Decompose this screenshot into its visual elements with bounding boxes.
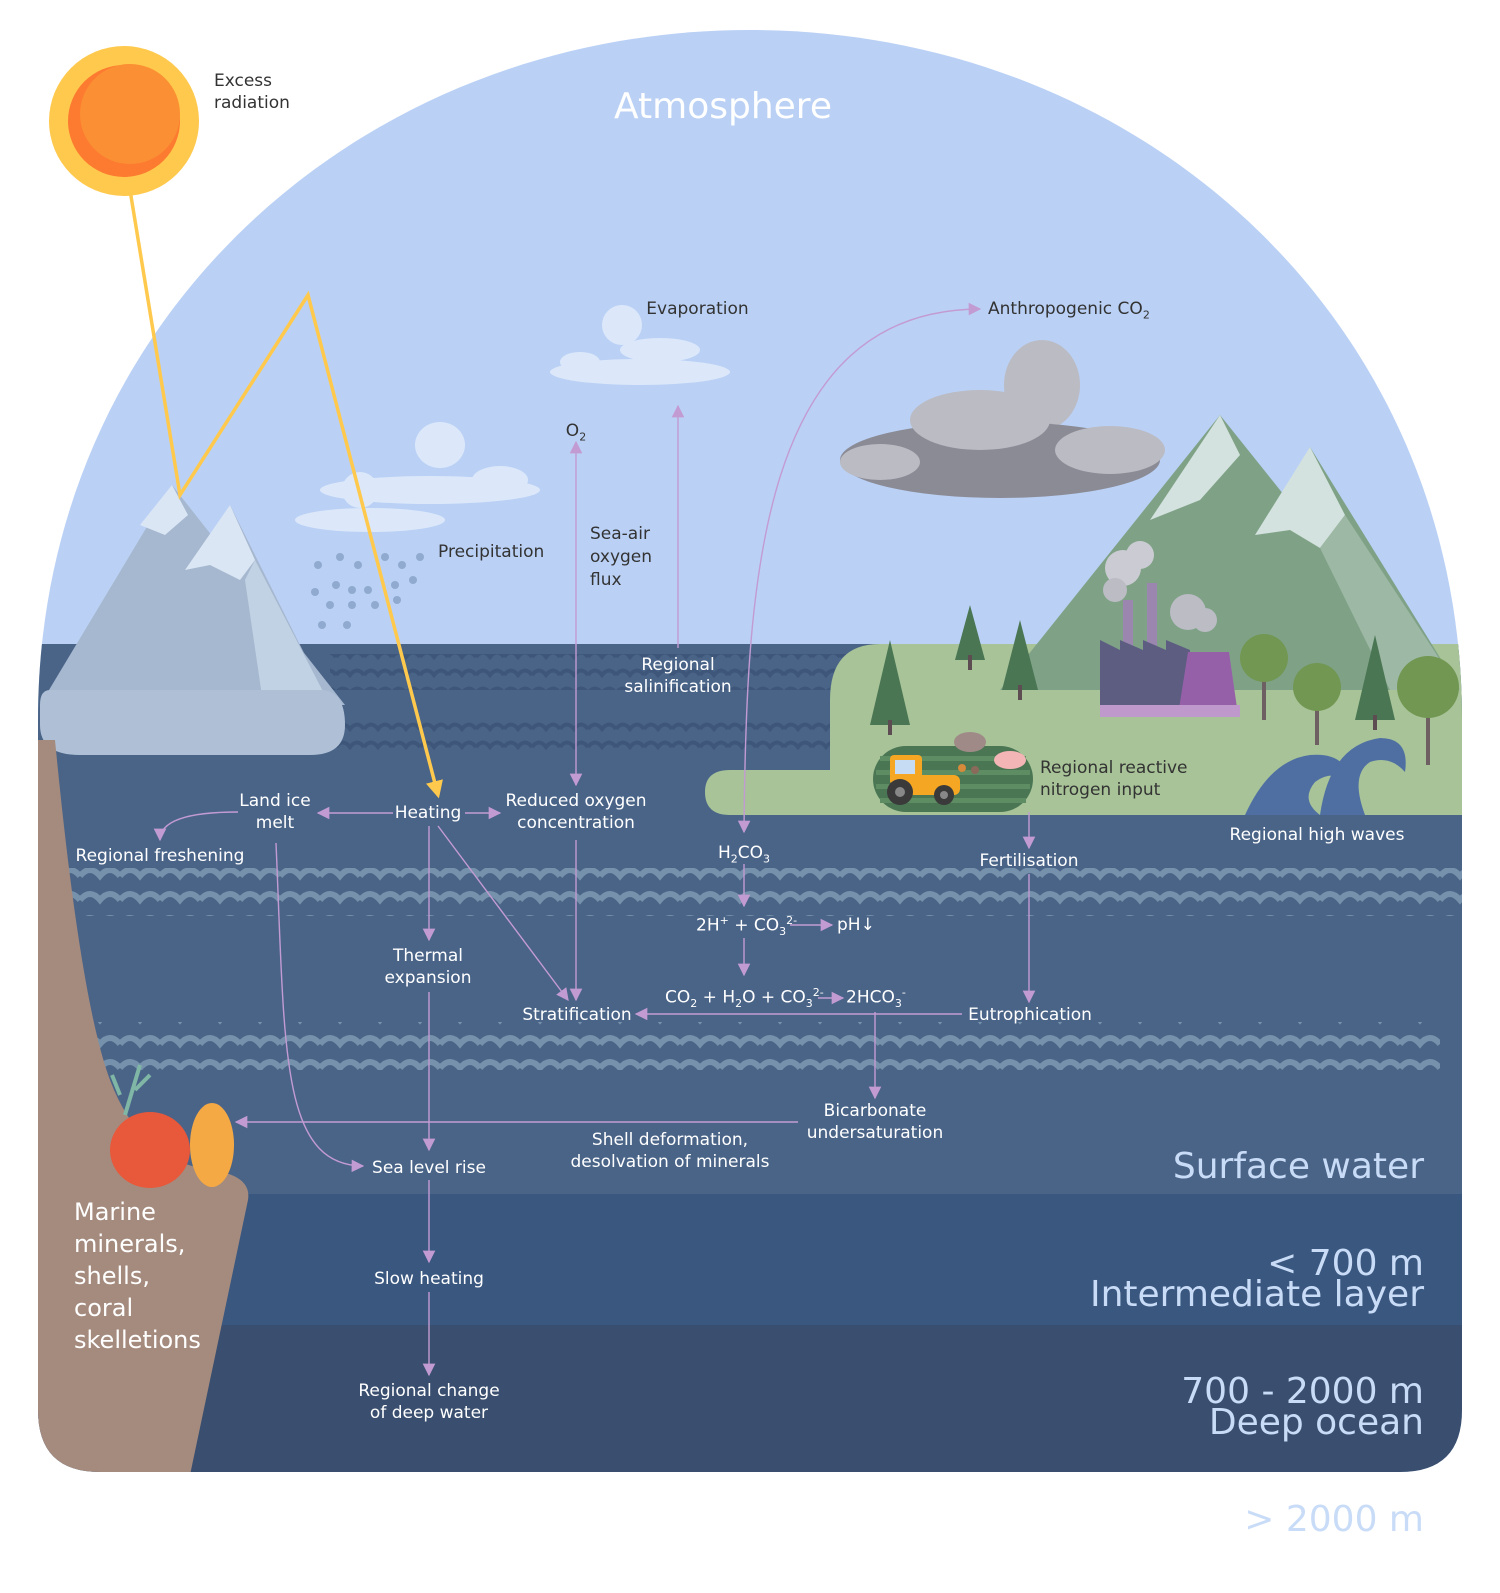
zone-deep-depth: > 2000 m bbox=[1244, 1498, 1424, 1540]
eq1-h-charge: + bbox=[719, 914, 729, 927]
zone-surface-depth: < 700 m bbox=[1267, 1242, 1424, 1284]
equation-bicarbonate: 2HCO3- bbox=[846, 986, 906, 1011]
coral-icon bbox=[110, 1064, 234, 1188]
equation-carbonate: CO2 + H2O + CO32- bbox=[665, 986, 824, 1011]
equation-dissociation: 2H+ + CO32- bbox=[696, 914, 797, 939]
wave-band-1 bbox=[60, 868, 1462, 916]
o2-sub: 2 bbox=[579, 430, 587, 444]
label-reduced-oxygen: Reduced oxygen concentration bbox=[505, 791, 647, 834]
label-regional-change-deep: Regional change of deep water bbox=[358, 1381, 500, 1424]
label-slow-heating: Slow heating bbox=[374, 1269, 484, 1289]
label-regional-salinification: Regional salinification bbox=[624, 655, 732, 698]
eq2-h: + H bbox=[697, 987, 736, 1008]
eq2-hco3-charge: - bbox=[901, 986, 906, 999]
zone-surface-name: Surface water bbox=[1172, 1145, 1424, 1187]
label-ph-down: pH↓ bbox=[837, 915, 875, 935]
label-regional-freshening: Regional freshening bbox=[75, 846, 245, 866]
eq2-co2-sub: 2 bbox=[690, 997, 698, 1011]
zone-intermediate-depth: 700 - 2000 m bbox=[1181, 1370, 1424, 1412]
label-marine-minerals: Marine minerals, shells, coral skelletio… bbox=[74, 1198, 201, 1354]
arrow-ice-to-freshening bbox=[153, 811, 239, 842]
sun-icon bbox=[49, 46, 199, 196]
eq2-co: CO bbox=[665, 987, 691, 1008]
process-arrows bbox=[153, 302, 1036, 1377]
h2co3-sub1: 2 bbox=[730, 852, 738, 866]
eq2-o-co: O + CO bbox=[742, 987, 806, 1008]
radiation-path bbox=[128, 189, 443, 799]
o2-text: O bbox=[565, 421, 580, 441]
factory-icon bbox=[1100, 541, 1240, 717]
zone-surface-water: Surface water < 700 m bbox=[1173, 1094, 1424, 1337]
arrow-anthropogenic-co2 bbox=[737, 302, 982, 834]
raindrops bbox=[311, 553, 424, 629]
label-eutrophication: Eutrophication bbox=[968, 1005, 1092, 1025]
seabed-rock bbox=[38, 740, 249, 1472]
h2co3-sub2: 3 bbox=[763, 852, 771, 866]
label-fertilisation: Fertilisation bbox=[979, 851, 1079, 871]
zone-intermediate: Intermediate layer 700 - 2000 m bbox=[1090, 1222, 1424, 1465]
label-o2: O2 bbox=[556, 420, 596, 445]
deep-ocean-layer bbox=[38, 1325, 1462, 1472]
label-land-ice-melt: Land ice melt bbox=[239, 791, 311, 834]
label-stratification: Stratification bbox=[522, 1005, 632, 1025]
eq2-h2-sub: 2 bbox=[735, 997, 743, 1011]
evaporation-cloud bbox=[550, 305, 730, 385]
label-excess-radiation: Excess radiation bbox=[214, 71, 290, 114]
label-regional-high-waves: Regional high waves bbox=[1229, 825, 1405, 845]
eq2-co3-charge: 2- bbox=[812, 986, 824, 999]
atmosphere-title: Atmosphere bbox=[614, 86, 832, 127]
eq1-co: + CO bbox=[728, 915, 780, 936]
eq2-co3-sub: 3 bbox=[805, 997, 813, 1011]
ocean-climate-diagram bbox=[38, 30, 1462, 1472]
co2-text: Anthropogenic CO bbox=[988, 299, 1143, 319]
iceberg-mountain bbox=[40, 485, 345, 755]
eq1-2h: 2H bbox=[696, 915, 720, 936]
co2-sub: 2 bbox=[1142, 308, 1150, 322]
surface-ripples-2 bbox=[330, 718, 850, 754]
eq1-co3-sub: 3 bbox=[779, 925, 787, 939]
arrow-icemelt-to-sealevel bbox=[275, 842, 365, 1173]
h2co3-co: CO bbox=[737, 843, 764, 863]
label-evaporation: Evaporation bbox=[646, 299, 749, 319]
eq2-hco3-sub: 3 bbox=[894, 997, 902, 1011]
label-shell-deformation: Shell deformation, desolvation of minera… bbox=[570, 1130, 770, 1173]
zone-intermediate-name: Intermediate layer bbox=[1089, 1273, 1424, 1315]
zone-deep-ocean: Deep ocean > 2000 m bbox=[1209, 1350, 1424, 1593]
wave-band-2 bbox=[90, 1022, 1440, 1070]
label-sea-air-oxygen-flux: Sea-air oxygen flux bbox=[590, 524, 653, 590]
label-regional-nitrogen: Regional reactive nitrogen input bbox=[1040, 758, 1188, 801]
label-heating: Heating bbox=[394, 803, 462, 823]
zone-deep-name: Deep ocean bbox=[1208, 1401, 1424, 1443]
label-h2co3: H2CO3 bbox=[700, 842, 788, 867]
intermediate-layer bbox=[38, 1194, 1462, 1325]
label-sea-level-rise: Sea level rise bbox=[372, 1158, 486, 1178]
green-mountains bbox=[1000, 415, 1460, 690]
label-thermal-expansion: Thermal expansion bbox=[384, 946, 472, 989]
label-bicarbonate: Bicarbonate undersaturation bbox=[806, 1101, 944, 1144]
high-waves-icon bbox=[1245, 738, 1406, 815]
eq2-2hco: 2HCO bbox=[846, 987, 895, 1008]
eq1-co3-charge: 2- bbox=[786, 914, 798, 927]
label-anthropogenic-co2: Anthropogenic CO2 bbox=[988, 298, 1150, 323]
h2co3-h: H bbox=[717, 843, 731, 863]
arrow-heating-to-stratification bbox=[437, 825, 569, 1002]
label-precipitation: Precipitation bbox=[438, 542, 545, 562]
